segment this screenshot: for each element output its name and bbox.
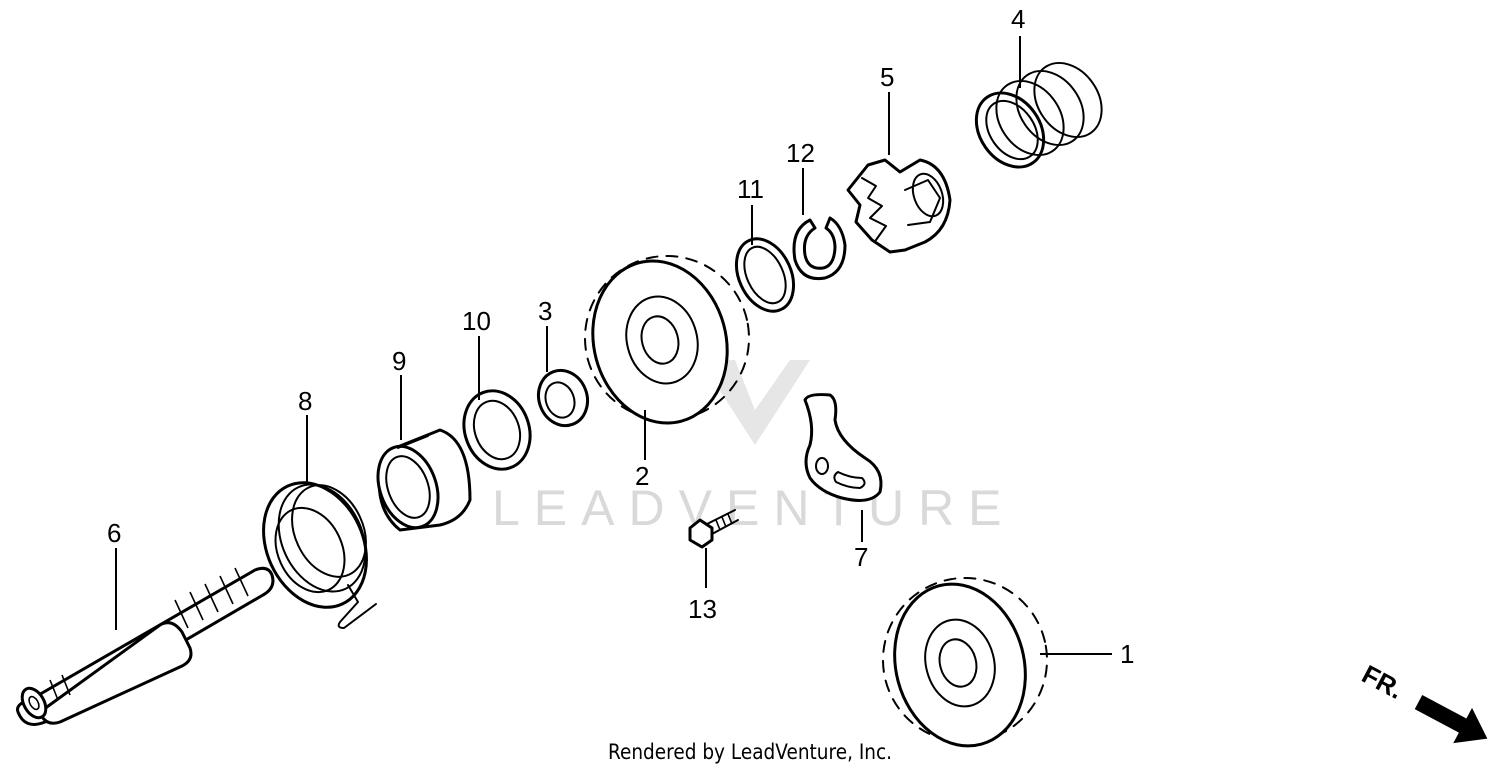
watermark-text: LEADVENTURE (492, 480, 1016, 536)
front-arrow-icon (1414, 694, 1488, 744)
part-3-bushing[interactable] (531, 363, 595, 432)
callout-6[interactable]: 6 (107, 518, 121, 548)
callout-9[interactable]: 9 (392, 346, 406, 376)
callout-5[interactable]: 5 (880, 62, 894, 92)
part-6-shaft[interactable] (16, 566, 275, 726)
callout-11[interactable]: 11 (737, 174, 764, 204)
callout-2[interactable]: 2 (635, 461, 649, 491)
part-1-gear[interactable] (870, 565, 1060, 761)
part-12-circlip[interactable] (792, 216, 847, 281)
callout-13[interactable]: 13 (688, 594, 717, 624)
part-9-spring-collar[interactable] (367, 428, 472, 536)
part-5-ratchet[interactable] (846, 158, 952, 254)
callout-10[interactable]: 10 (462, 306, 491, 336)
fr-label: FR. (1357, 659, 1408, 705)
callout-1[interactable]: 1 (1120, 639, 1134, 669)
part-2-kick-starter-gear[interactable] (572, 243, 762, 438)
callout-12[interactable]: 12 (786, 138, 815, 168)
callout-4[interactable]: 4 (1011, 4, 1025, 34)
part-11-washer[interactable] (725, 230, 804, 321)
part-4-spring[interactable] (962, 50, 1115, 180)
callout-3[interactable]: 3 (538, 296, 552, 326)
part-13-bolt[interactable] (688, 509, 739, 549)
part-10-washer[interactable] (453, 381, 541, 478)
part-8-kick-spring[interactable] (244, 466, 386, 629)
footer-credit: Rendered by LeadVenture, Inc. (607, 740, 893, 764)
watermark-logo (700, 360, 810, 445)
callout-7[interactable]: 7 (854, 542, 868, 572)
part-7-guide-plate[interactable] (803, 393, 883, 502)
callout-8[interactable]: 8 (298, 386, 312, 416)
